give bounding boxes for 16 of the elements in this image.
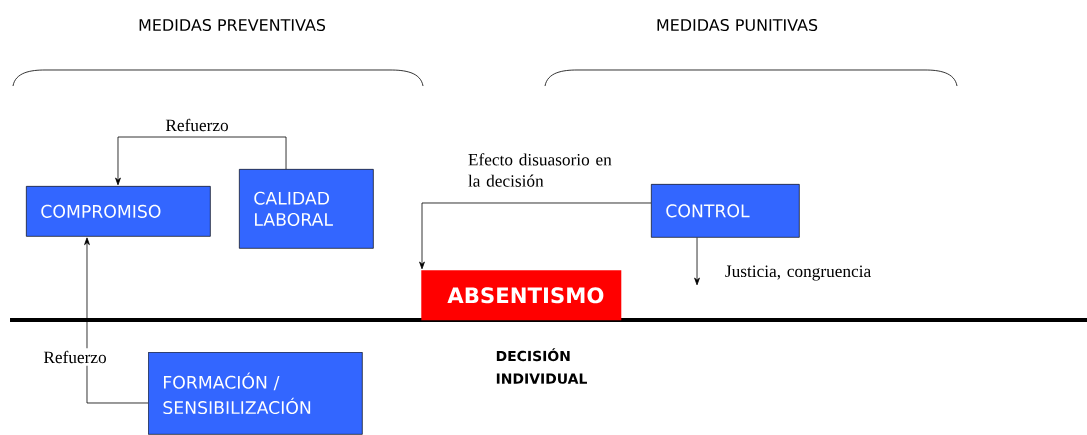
edge-label: Refuerzo (43, 350, 106, 364)
edge-label: Justicia, congruencia (725, 265, 871, 281)
arrow (419, 202, 652, 270)
section-heading: DECISIÓN INDIVIDUAL (496, 348, 587, 384)
process-box: CALIDAD LABORAL (239, 169, 374, 249)
section-heading: MEDIDAS PUNITIVAS (657, 18, 818, 31)
arrow (115, 136, 287, 186)
edge-label: Refuerzo (165, 118, 228, 132)
outcome-box: ABSENTISMO (421, 270, 622, 321)
section-heading: MEDIDAS PREVENTIVAS (139, 18, 326, 31)
arrow (84, 237, 149, 404)
process-box: COMPROMISO (26, 186, 211, 237)
edge-label: Efecto disuasorio en la decisión (468, 153, 612, 187)
arrow (694, 237, 700, 286)
process-box: CONTROL (651, 184, 800, 238)
process-box: FORMACIÓN / SENSIBILIZACIÓN (148, 352, 363, 435)
